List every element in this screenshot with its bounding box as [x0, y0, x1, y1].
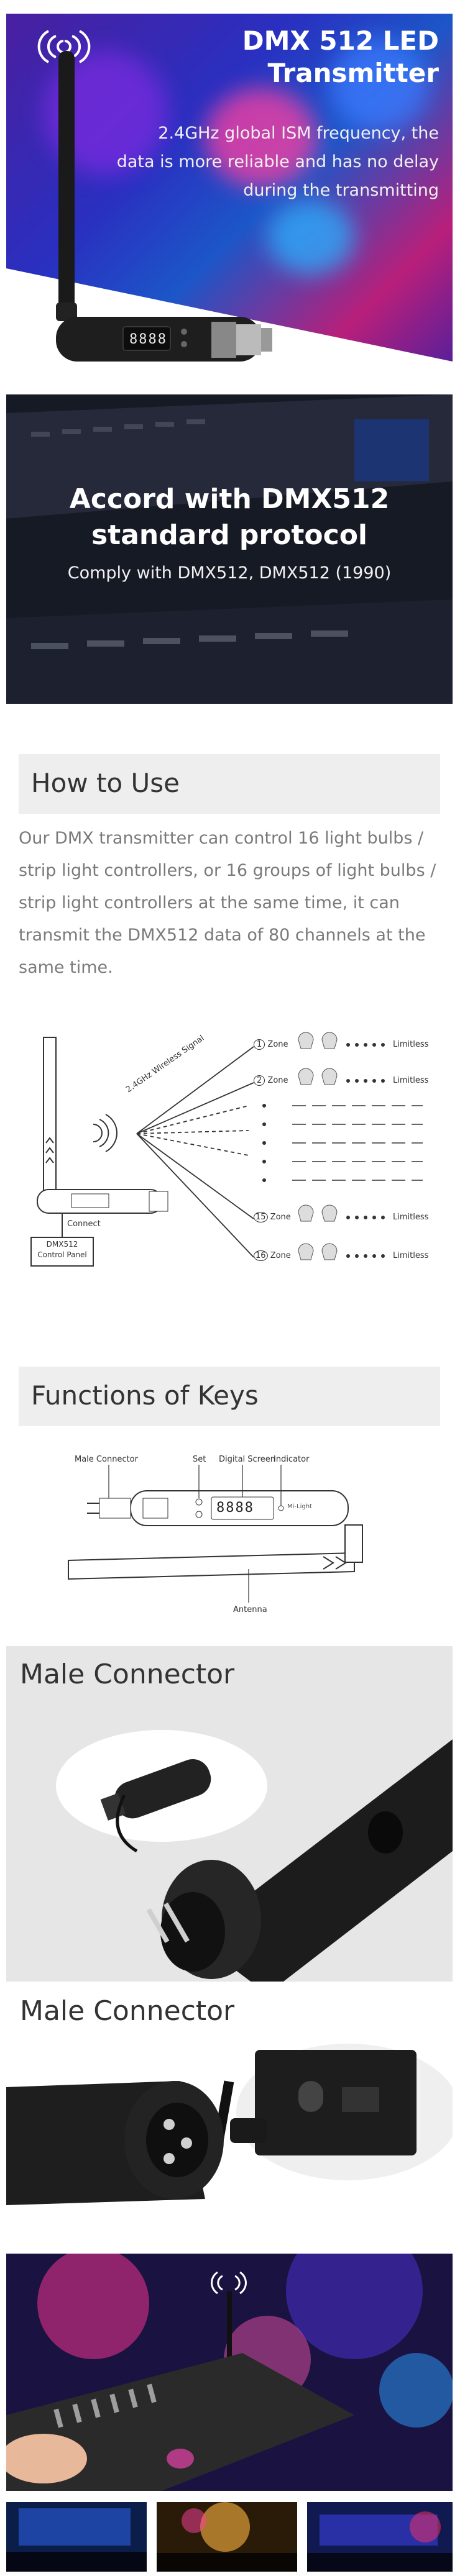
functions-heading: Functions of Keys — [31, 1380, 259, 1411]
usage-diagram: 2.4GHz Wireless Signal Connect DMX512 Co… — [25, 1031, 448, 1292]
set-label: Set — [193, 1455, 206, 1464]
antenna-label: Antenna — [233, 1605, 267, 1614]
indicator-label: Indicator — [274, 1455, 310, 1464]
wireless-signal-icon — [211, 2271, 247, 2295]
zone-16: 16 Zone — [254, 1250, 291, 1261]
key-display: 8888 — [216, 1500, 254, 1516]
hero-title: DMX 512 LED Transmitter — [242, 25, 439, 88]
hero-graphic — [6, 30, 453, 386]
zone-15-limit: Limitless — [393, 1213, 429, 1222]
hero-description: 2.4GHz global ISM frequency, the data is… — [116, 124, 439, 200]
functions-diagram: Male Connector Set Digital Screen Indica… — [62, 1454, 398, 1621]
bulb-icon — [298, 1032, 338, 1260]
how-to-use-text: Our DMX transmitter can control 16 light… — [19, 829, 436, 977]
antenna-icon — [56, 51, 77, 321]
protocol-subtitle: Comply with DMX512, DMX512 (1990) — [67, 563, 392, 583]
male-connector-title-1: Male Connector — [20, 1659, 235, 1690]
wave-icon — [93, 1114, 117, 1152]
wireless-signal-icon — [37, 30, 91, 63]
digital-screen-label: Digital Screen — [219, 1455, 275, 1464]
connect-label: Connect — [67, 1219, 101, 1229]
zone-1-limit: Limitless — [393, 1040, 429, 1049]
brand-label: Mi-Light — [287, 1503, 312, 1510]
connector-photo-2 — [6, 2044, 453, 2205]
protocol-banner: Accord with DMX512 standard protocol Com… — [6, 394, 453, 704]
zone-16-limit: Limitless — [393, 1251, 429, 1260]
transmitter-device — [56, 317, 272, 362]
hero-banner: 8888 DMX 512 LED Transmitter 2.4GHz glob… — [6, 14, 453, 386]
protocol-title: Accord with DMX512 standard protocol — [69, 483, 390, 551]
male-connector-label: Male Connector — [75, 1455, 138, 1464]
how-to-use-heading-bar: How to Use — [19, 754, 440, 814]
mixing-console-graphic — [6, 394, 453, 704]
zone-2: 2 Zone — [254, 1075, 288, 1086]
gallery-thumb-3 — [307, 2502, 453, 2572]
connector-photo-1 — [56, 1730, 453, 1982]
gallery-thumb-1 — [6, 2502, 147, 2572]
bokeh-light — [329, 39, 429, 132]
bokeh-light — [267, 200, 354, 275]
zone-15: 15 Zone — [254, 1212, 291, 1222]
male-connector-title-2: Male Connector — [20, 1995, 235, 2027]
zone-2-limit: Limitless — [393, 1076, 429, 1085]
panel-label-2: Control Panel — [37, 1250, 87, 1259]
stage-lighting-banner — [6, 2254, 453, 2491]
bokeh-light — [205, 88, 317, 188]
functions-heading-bar: Functions of Keys — [19, 1367, 440, 1426]
device-display: 8888 — [129, 332, 167, 347]
gallery-thumb-2 — [157, 2502, 297, 2572]
male-connector-panel-1: Male Connector — [6, 1646, 453, 1982]
panel-label-1: DMX512 — [46, 1240, 78, 1249]
zone-1: 1 Zone — [254, 1039, 288, 1050]
how-to-use-heading: How to Use — [31, 768, 180, 798]
